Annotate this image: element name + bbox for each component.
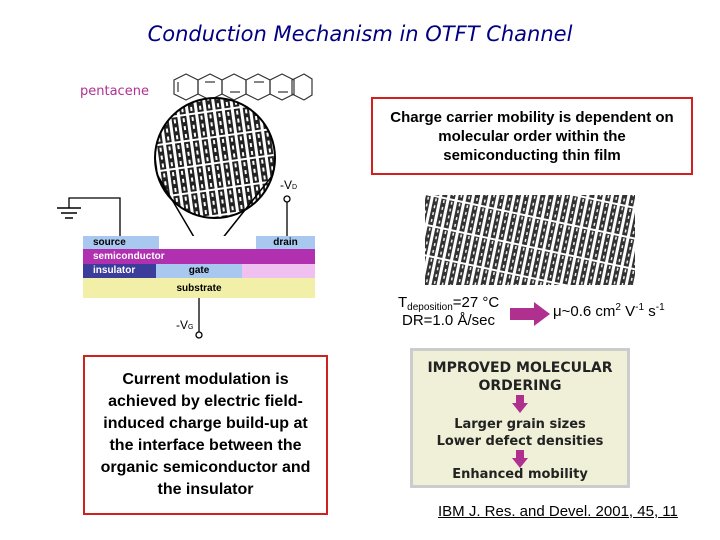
- deposition-temperature: Tdeposition=27 °C: [398, 294, 500, 313]
- layer-drain: drain: [256, 236, 315, 249]
- drain-voltage-label: -VD: [280, 178, 298, 192]
- slide-title: Conduction Mechanism in OTFT Channel: [147, 22, 573, 46]
- layer-source: source: [83, 236, 159, 249]
- improved-ordering-title: IMPROVED MOLECULAR ORDERING: [427, 360, 613, 394]
- citation: IBM J. Res. and Devel. 2001, 45, 11: [438, 503, 678, 520]
- mobility-textbox: Charge carrier mobility is dependent on …: [371, 97, 693, 175]
- mobility-value: μ~0.6 cm2 V-1 s-1: [553, 302, 665, 320]
- layer-gate: gate: [156, 264, 242, 278]
- pentacene-label: pentacene: [80, 84, 149, 99]
- gate-wire: [195, 298, 203, 339]
- deposition-rate: DR=1.0 Å/sec: [402, 312, 495, 329]
- enhanced-mobility-text: Enhanced mobility: [452, 467, 588, 482]
- thin-film-image: [425, 195, 635, 285]
- down-arrow-icon: [512, 395, 528, 413]
- ground-icon: [56, 198, 84, 222]
- gate-voltage-label: -VG: [176, 318, 194, 332]
- layer-insulator-edge: [242, 264, 315, 278]
- improved-ordering-box: IMPROVED MOLECULAR ORDERING Larger grain…: [410, 348, 630, 488]
- zoom-circle: [154, 97, 276, 264]
- pentacene-molecule-icon: [173, 73, 313, 101]
- layer-semiconductor: semiconductor: [83, 249, 315, 264]
- modulation-textbox: Current modulation is achieved by electr…: [83, 355, 328, 515]
- defect-density-text: Lower defect densities: [436, 434, 604, 449]
- grain-size-text: Larger grain sizes: [454, 417, 586, 432]
- layer-substrate: substrate: [83, 278, 315, 298]
- ground-wire: [57, 197, 121, 236]
- channel-gap: [159, 236, 256, 249]
- right-arrow-icon: [510, 302, 550, 326]
- down-arrow-icon: [512, 450, 528, 468]
- drain-wire: [283, 195, 291, 236]
